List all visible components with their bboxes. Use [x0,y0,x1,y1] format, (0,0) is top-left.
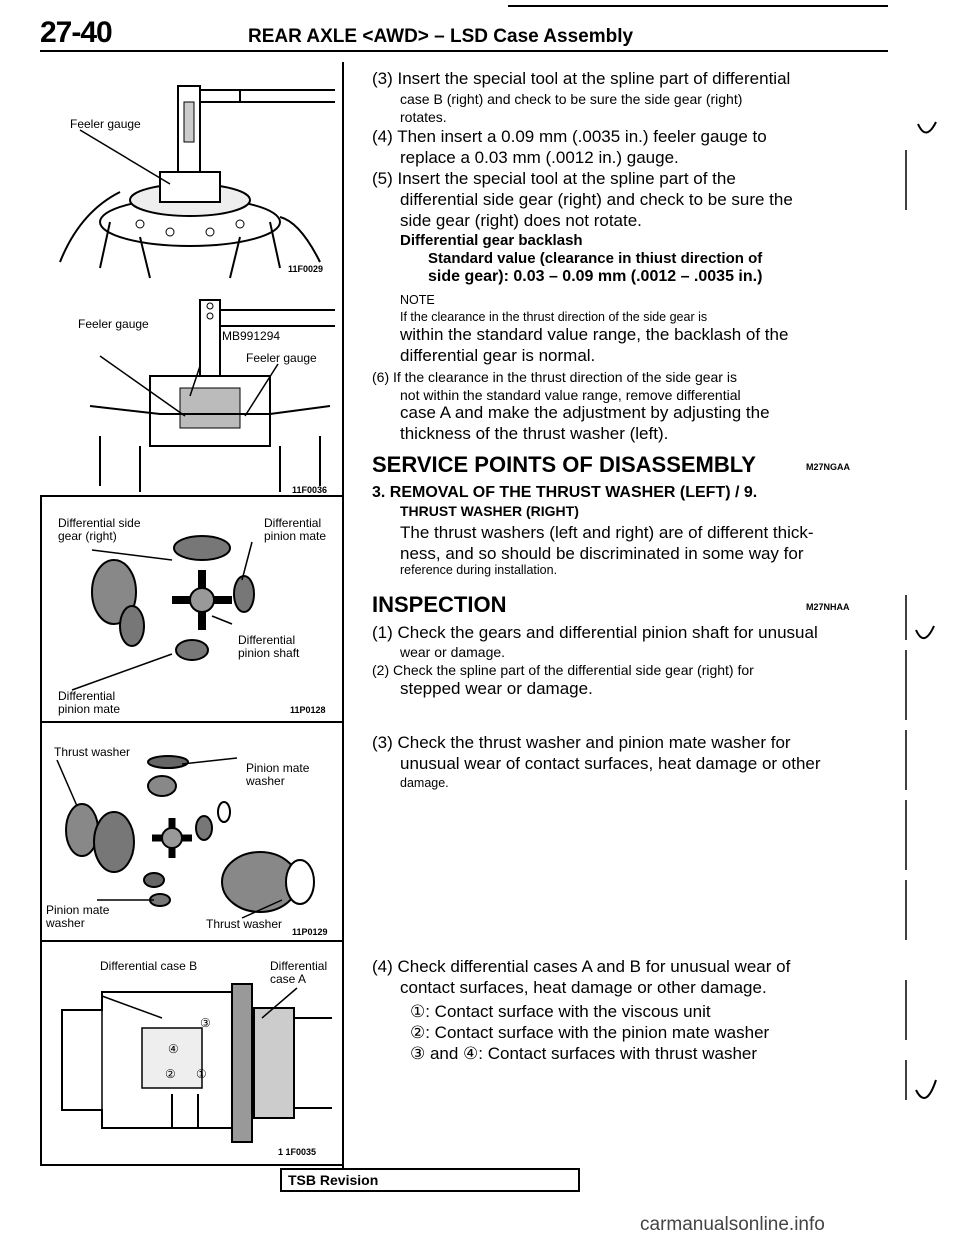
top-rule [508,5,888,7]
figure-separator-1 [40,495,344,497]
step-3-line-3: rotates. [400,109,447,125]
step-4-line-2: replace a 0.03 mm (.0012 in.) gauge. [400,148,679,167]
note-line-1: If the clearance in the thrust direction… [400,310,708,324]
insp-3-line-3: damage. [400,776,449,790]
watermark: carmanualsonline.info [640,1214,825,1235]
figure-code: 11F0036 [292,485,328,495]
label-feeler-gauge-right: Feeler gauge [246,351,317,365]
step-5-line-2: differential side gear (right) and check… [400,190,793,209]
note-title: NOTE [400,293,435,307]
differential-with-feeler-drawing [59,85,335,279]
insp-2-line-1: (2) Check the spline part of the differe… [372,662,754,678]
figure-code: 11F0029 [288,264,324,274]
step-6-line-4: thickness of the thrust washer (left). [400,424,669,443]
step-3-line-2: case B (right) and check to be sure the … [400,91,743,107]
label-special-tool: MB991294 [222,329,281,343]
label-feeler-gauge: Feeler gauge [70,117,141,131]
section-code: M27NGAA [806,462,851,472]
page-title: REAR AXLE <AWD> – LSD Case Assembly [248,26,634,47]
callout-4: ④ [168,1042,179,1056]
callout-2: ② [165,1067,176,1081]
svc-para-line-3: reference during installation. [400,563,558,577]
svc-para-line-1: The thrust washers (left and right) are … [400,523,814,542]
section-heading-disassembly: SERVICE POINTS OF DISASSEMBLY [372,452,756,477]
tsb-revision-box: TSB Revision [280,1168,580,1192]
spec-title: Differential gear backlash [400,232,583,249]
insp-4-contact-2: ②: Contact surface with the pinion mate … [410,1023,770,1042]
header-rule [40,50,888,52]
figure-code: 1 1F0035 [278,1147,317,1157]
special-tool-drawing [89,299,335,492]
insp-2-line-2: stepped wear or damage. [400,679,593,698]
figure-code: 11P0129 [292,927,328,937]
step-5-line-3: side gear (right) does not rotate. [400,211,642,230]
insp-3-line-2: unusual wear of contact surfaces, heat d… [400,754,821,773]
insp-1-line-1: (1) Check the gears and differential pin… [372,623,818,642]
figure-separator-3 [40,940,344,942]
label-case-b: Differential case B [100,959,198,973]
page-number: 27-40 [40,16,113,49]
step-6-line-3: case A and make the adjustment by adjust… [400,403,770,422]
svc-para-line-2: ness, and so should be discriminated in … [400,544,804,563]
note-line-2: within the standard value range, the bac… [400,325,789,344]
column-divider [342,62,344,1168]
label-thrust-washer: Thrust washer [54,745,131,759]
step-4-line-1: (4) Then insert a 0.09 mm (.0035 in.) fe… [372,127,767,146]
callout-1: ① [196,1067,207,1081]
insp-4-contact-1: ①: Contact surface with the viscous unit [410,1002,711,1021]
svc-item-line-1: 3. REMOVAL OF THE THRUST WASHER (LEFT) /… [372,484,758,501]
differential-case-section-drawing [61,983,332,1143]
step-6-line-2: not within the standard value range, rem… [400,387,741,403]
figure-code: 11P0128 [290,705,326,715]
margin-marks [905,121,937,1100]
spec-line-2: side gear): 0.03 – 0.09 mm (.0012 – .003… [428,268,763,285]
insp-4-line-2: contact surfaces, heat damage or other d… [400,978,767,997]
insp-3-line-1: (3) Check the thrust washer and pinion m… [372,733,791,752]
step-6-line-1: (6) If the clearance in the thrust direc… [372,369,737,385]
insp-1-line-2: wear or damage. [400,644,506,660]
section-heading-inspection: INSPECTION [372,592,507,617]
insp-4-line-1: (4) Check differential cases A and B for… [372,957,791,976]
label-feeler-gauge-left: Feeler gauge [78,317,149,331]
figure-frame-left [40,495,42,1165]
label-thrust-washer-bottom: Thrust washer [206,917,283,931]
step-5-line-1: (5) Insert the special tool at the splin… [372,169,736,188]
inspection-code: M27NHAA [806,602,850,612]
callout-3: ③ [200,1016,211,1030]
spec-line-1: Standard value (clearance in thiust dire… [428,250,763,267]
insp-4-contact-3: ③ and ④: Contact surfaces with thrust wa… [410,1044,758,1063]
figure-separator-2 [40,721,344,723]
differential-gears-drawing [71,535,255,691]
svc-item-line-2: THRUST WASHER (RIGHT) [400,503,579,519]
step-3-line-1: (3) Insert the special tool at the splin… [372,69,791,88]
note-line-3: differential gear is normal. [400,346,596,365]
figure-frame-bottom [40,1164,344,1166]
washers-drawing [56,755,315,919]
